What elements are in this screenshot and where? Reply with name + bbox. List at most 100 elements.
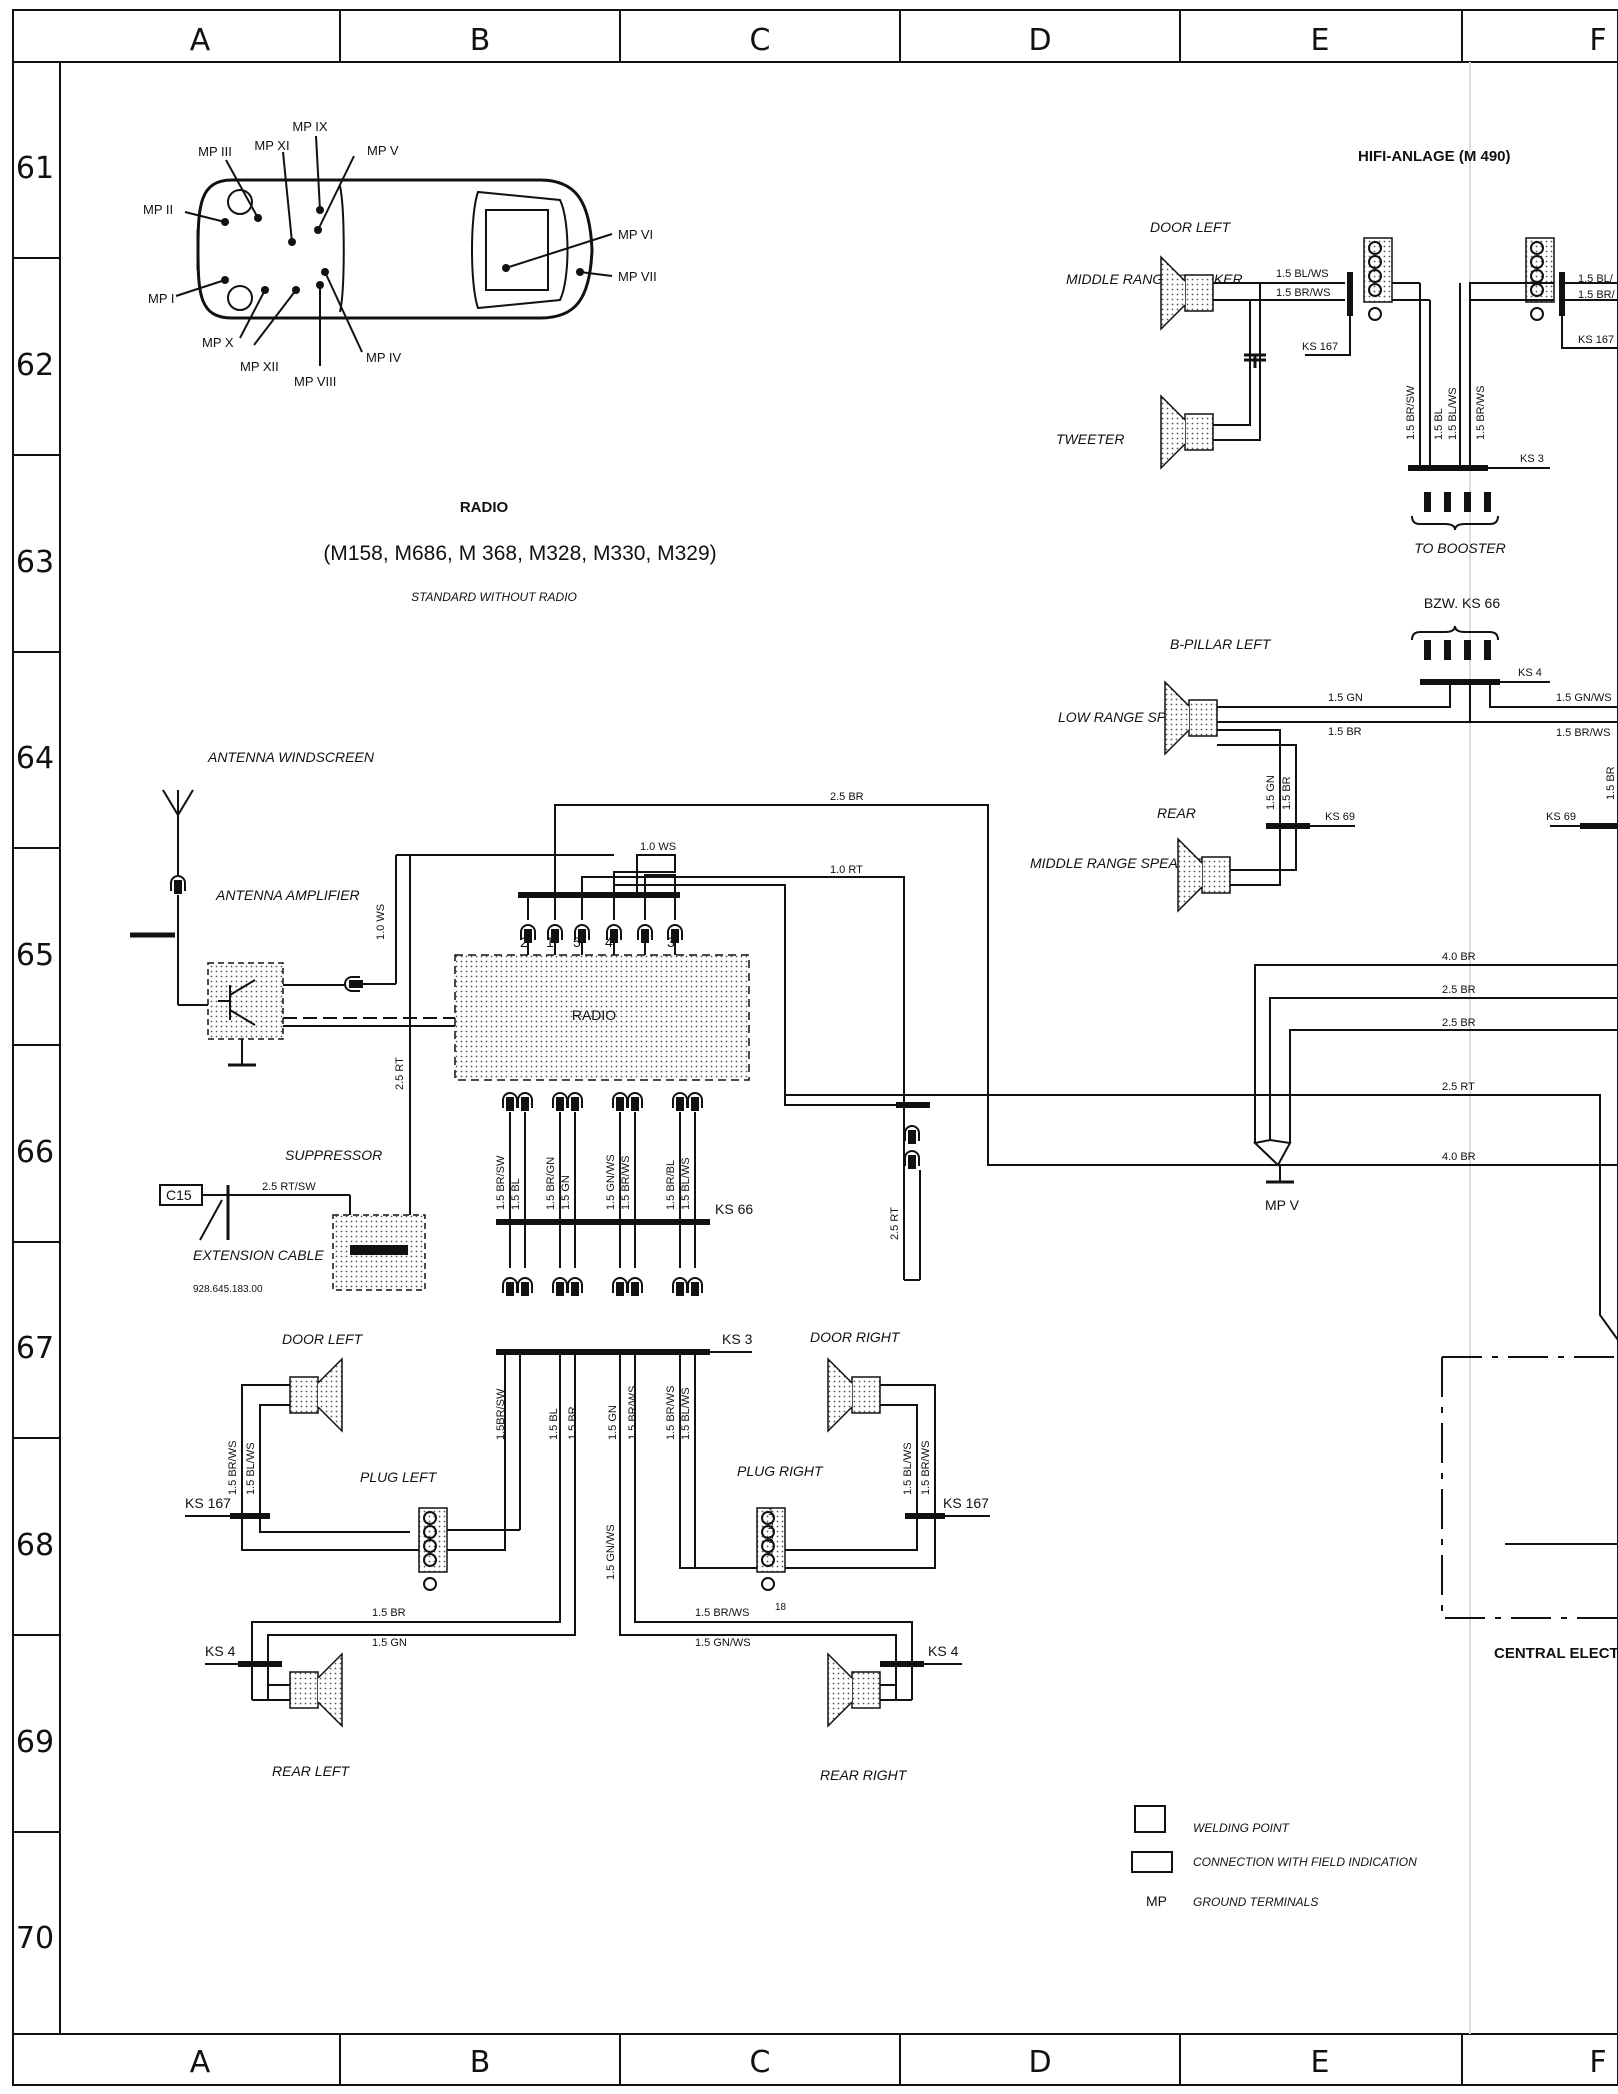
radio-wire-rt-25: 2.5 RT — [394, 1057, 406, 1090]
right-wire-gnws: 1.5 GN/WS — [695, 1637, 751, 1649]
ks4-right-label: KS 4 — [928, 1643, 959, 1659]
radio-wire-top-ws: 1.0 WS — [640, 841, 676, 853]
central-electrics-label: CENTRAL ELECT — [1494, 1645, 1618, 1662]
plug-right-label: PLUG RIGHT — [737, 1463, 824, 1479]
legend-connection-icon — [1131, 1851, 1173, 1873]
lower-wire-5: 1.5 GN/WS — [605, 1524, 617, 1580]
lower-wire-7: 1.5 BR/WS — [665, 1386, 677, 1440]
radio-wire-top-rt: 1.0 RT — [830, 864, 863, 876]
radio-pin-5: 5 — [573, 934, 581, 950]
ground-bus-w2: 2.5 BR — [1442, 984, 1476, 996]
transistor-icon — [218, 979, 256, 1026]
hifi-middle-speaker — [1160, 256, 1214, 330]
antenna-icon — [162, 789, 194, 817]
left-wire-gn: 1.5 GN — [372, 1637, 407, 1649]
ground-label-mp-x: MP X — [202, 335, 234, 350]
col-f-bottom: F — [1589, 2045, 1606, 2080]
hifi-wire-blws: 1.5 BL/WS — [1276, 268, 1329, 280]
col-d: D — [1028, 23, 1051, 58]
upper-wire-1: 1.5 BR/SW — [495, 1155, 507, 1210]
legend-connection: CONNECTION WITH FIELD INDICATION — [1193, 1855, 1417, 1869]
col-b-bottom: B — [470, 2045, 491, 2080]
legend: WELDING POINT CONNECTION WITH FIELD INDI… — [1131, 1805, 1417, 1909]
right-wire-blws: 1.5 BL/WS — [902, 1442, 914, 1495]
row-63: 63 — [16, 545, 54, 580]
upper-wire-6: 1.5 BR/WS — [620, 1156, 632, 1210]
ks167-right-label: KS 167 — [943, 1495, 989, 1511]
ground-label-mp-iv: MP IV — [366, 350, 401, 365]
legend-welding-icon — [1134, 1805, 1166, 1833]
radio-pin-2: 2 — [520, 934, 528, 950]
hifi-plug-right — [1525, 237, 1555, 321]
c15-label: C15 — [166, 1187, 192, 1203]
left-wire-br: 1.5 BR — [372, 1607, 406, 1619]
hifi-section: HIFI-ANLAGE (M 490) DOOR LEFT MIDDLE RAN… — [1056, 148, 1618, 611]
hifi-tweeter-label: TWEETER — [1056, 431, 1124, 447]
ground-label-mp-ix: MP IX — [292, 119, 327, 134]
upper-wire-4: 1.5 GN — [560, 1175, 572, 1210]
row-67: 67 — [16, 1331, 54, 1366]
col-a: A — [190, 23, 211, 58]
central-electrics: CENTRAL ELECT — [1441, 1356, 1618, 1662]
plug-right-pin-1: 1 — [768, 1507, 774, 1518]
bpillar-ks4-label: KS 4 — [1518, 667, 1542, 679]
hifi-title: HIFI-ANLAGE (M 490) — [1358, 148, 1511, 165]
ks4-left-label: KS 4 — [205, 1643, 236, 1659]
col-b: B — [470, 23, 491, 58]
antenna-section: ANTENNA WINDSCREEN ANTENNA AMPLIFIER 1.0… — [130, 749, 614, 1067]
ground-label-mp-ii: MP II — [143, 202, 173, 217]
door-left-speaker — [289, 1358, 343, 1432]
bpillar-wire-brws: 1.5 BR/WS — [1556, 727, 1610, 739]
low-range-speaker — [1164, 681, 1218, 755]
hifi-bzw-label: BZW. KS 66 — [1424, 595, 1500, 611]
bpillar-middle-label: MIDDLE RANGE SPEAKER — [1030, 855, 1207, 871]
right-wire-brws: 1.5 BR/WS — [920, 1441, 932, 1495]
hifi-tweeter-speaker — [1160, 395, 1214, 469]
ground-bus-w1: 4.0 BR — [1442, 951, 1476, 963]
rear-left-label: REAR LEFT — [272, 1763, 350, 1779]
ks3-label: KS 3 — [722, 1331, 753, 1347]
rear-middle-speaker — [1177, 838, 1231, 912]
ks167-left-label: KS 167 — [185, 1495, 231, 1511]
rear-label: REAR — [1157, 805, 1196, 821]
lower-left-speakers: DOOR LEFT KS 167 1.5 BR/WS 1.5 BL/WS PLU… — [185, 1331, 576, 1779]
upper-wire-2: 1.5 BL — [510, 1178, 522, 1210]
radio-pin-1: 1 — [546, 934, 554, 950]
row-66: 66 — [16, 1135, 54, 1170]
hifi-vert-4: 1.5 BR/WS — [1475, 386, 1487, 440]
extension-cable-label: EXTENSION CABLE — [193, 1247, 324, 1263]
row-68: 68 — [16, 1528, 54, 1563]
col-e: E — [1311, 23, 1330, 58]
bpillar-wire-gnws: 1.5 GN/WS — [1556, 692, 1612, 704]
lower-wire-3: 1.5 BR — [567, 1406, 579, 1440]
ground-bus-w3: 2.5 BR — [1442, 1017, 1476, 1029]
left-wire-brws: 1.5 BR/WS — [227, 1441, 239, 1495]
upper-wire-5: 1.5 GN/WS — [605, 1154, 617, 1210]
ground-label-mp-i: MP I — [148, 291, 175, 306]
plug-right-pin-3: 3 — [768, 1535, 774, 1546]
lower-wire-2: 1.5 BL — [548, 1408, 560, 1440]
door-right-label: DOOR RIGHT — [810, 1329, 901, 1345]
ground-label-mp-vii: MP VII — [618, 269, 657, 284]
radio-models: (M158, M686, M 368, M328, M330, M329) — [323, 542, 716, 565]
hifi-ks167b-label: KS 167 — [1578, 334, 1614, 346]
plug-right-pin-2: 2 — [768, 1521, 774, 1532]
upper-wire-3: 1.5 BR/GN — [545, 1157, 557, 1210]
hifi-vert-3: 1.5 BL/WS — [1447, 387, 1459, 440]
hifi-vert-2: 1.5 BL — [1433, 408, 1445, 440]
col-c-bottom: C — [750, 2045, 771, 2080]
mp-v-label: MP V — [1265, 1197, 1300, 1213]
column-headers-bottom: A B C D E F — [190, 2045, 1607, 2080]
ground-label-mp-vi: MP VI — [618, 227, 653, 242]
upper-wire-8: 1.5 BL/WS — [680, 1157, 692, 1210]
col-f: F — [1589, 23, 1606, 58]
car-ground-map: MP III MP XI MP IX MP V MP II MP VI MP V… — [143, 119, 657, 389]
radio-pin-3: 3 — [667, 934, 675, 950]
radio-title: RADIO — [460, 499, 509, 516]
bpillar-right-br: 1.5 BR — [1605, 766, 1617, 800]
bpillar-wire-gn: 1.5 GN — [1328, 692, 1363, 704]
hifi-plug-left — [1363, 237, 1393, 321]
lower-wire-4: 1.5 GN — [607, 1405, 619, 1440]
right-wire-brws2: 1.5 BR/WS — [695, 1607, 749, 1619]
plug-left-label: PLUG LEFT — [360, 1469, 438, 1485]
